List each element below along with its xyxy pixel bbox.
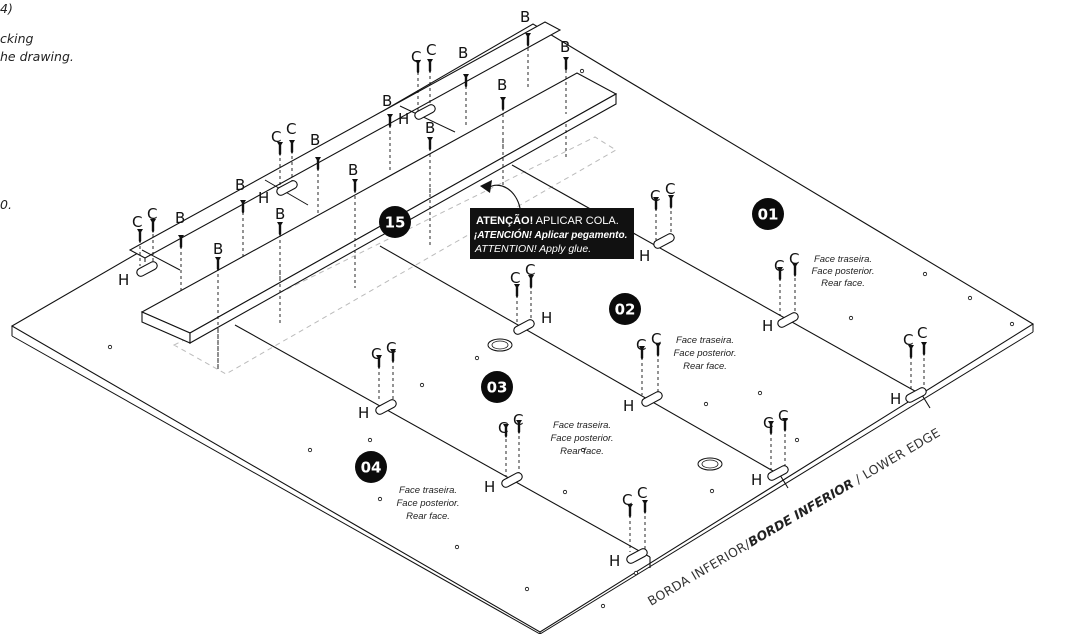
svg-text:C: C <box>763 414 773 432</box>
upper-rail <box>128 21 562 262</box>
svg-text:H: H <box>258 189 269 207</box>
section-dividers <box>234 164 931 568</box>
svg-text:Face traseira.: Face traseira. <box>814 254 872 265</box>
svg-text:B: B <box>213 240 223 258</box>
rear-face-note-04: Face traseira. Face posterior. Rear face… <box>396 485 459 522</box>
b-labels: B B B B B B B B B B B B <box>175 8 570 258</box>
rear-face-note-03: Face traseira. Face posterior. Rear face… <box>550 420 613 457</box>
svg-text:H: H <box>118 271 129 289</box>
svg-text:C: C <box>426 41 436 59</box>
svg-text:C: C <box>903 331 913 349</box>
svg-text:C: C <box>411 48 421 66</box>
header-fragment-3: he drawing. <box>0 49 74 64</box>
svg-text:B: B <box>275 205 285 223</box>
h-labels: H H H H H H H H H H H H <box>118 110 901 570</box>
svg-text:Face posterior.: Face posterior. <box>550 433 613 444</box>
dashed-footprint <box>172 136 617 375</box>
badge-15: 15 <box>379 206 411 238</box>
svg-text:B: B <box>235 176 245 194</box>
header-fragment-4: 0. <box>0 197 12 212</box>
header-fragment-1: 4) <box>0 1 13 16</box>
svg-text:H: H <box>398 110 409 128</box>
svg-text:C: C <box>525 261 535 279</box>
svg-text:Face posterior.: Face posterior. <box>673 348 736 359</box>
svg-text:C: C <box>637 484 647 502</box>
warning-es: ¡ATENCIÓN! Aplicar pegamento. <box>474 228 627 241</box>
svg-text:C: C <box>622 491 632 509</box>
svg-text:B: B <box>175 209 185 227</box>
svg-text:C: C <box>510 269 520 287</box>
svg-text:B: B <box>497 76 507 94</box>
svg-text:C: C <box>917 324 927 342</box>
svg-text:H: H <box>484 478 495 496</box>
rear-face-note-01: Face traseira. Face posterior. Rear face… <box>811 254 874 289</box>
svg-text:B: B <box>560 38 570 56</box>
svg-text:Face posterior.: Face posterior. <box>811 266 874 277</box>
svg-text:B: B <box>348 161 358 179</box>
svg-text:Face traseira.: Face traseira. <box>399 485 457 496</box>
brackets <box>136 104 927 564</box>
svg-text:Rear face.: Rear face. <box>560 446 604 457</box>
svg-text:H: H <box>639 247 650 265</box>
svg-text:02: 02 <box>615 301 636 319</box>
warning-pt: ATENÇÃO! APLICAR COLA. <box>476 214 619 227</box>
svg-text:C: C <box>386 339 396 357</box>
svg-text:Face posterior.: Face posterior. <box>396 498 459 509</box>
svg-text:Face traseira.: Face traseira. <box>676 335 734 346</box>
svg-text:C: C <box>147 205 157 223</box>
svg-text:H: H <box>609 552 620 570</box>
svg-text:C: C <box>286 120 296 138</box>
glue-warning: ATENÇÃO! APLICAR COLA. ¡ATENCIÓN! Aplica… <box>470 180 634 259</box>
svg-text:C: C <box>651 330 661 348</box>
svg-text:01: 01 <box>758 206 779 224</box>
svg-text:03: 03 <box>487 379 508 397</box>
svg-text:H: H <box>623 397 634 415</box>
svg-text:B: B <box>425 119 435 137</box>
surface-holes <box>107 68 1015 609</box>
header-fragment-2: cking <box>0 31 34 46</box>
svg-text:C: C <box>271 128 281 146</box>
arrow-icon <box>480 180 492 193</box>
rear-face-note-02: Face traseira. Face posterior. Rear face… <box>673 335 736 372</box>
svg-text:C: C <box>513 411 523 429</box>
svg-text:B: B <box>310 131 320 149</box>
svg-text:C: C <box>371 345 381 363</box>
svg-text:C: C <box>789 250 799 268</box>
svg-text:Face traseira.: Face traseira. <box>553 420 611 431</box>
svg-text:C: C <box>778 407 788 425</box>
svg-text:B: B <box>520 8 530 26</box>
svg-text:C: C <box>132 213 142 231</box>
svg-text:15: 15 <box>385 214 406 232</box>
svg-text:H: H <box>890 390 901 408</box>
svg-text:H: H <box>358 404 369 422</box>
svg-text:H: H <box>751 471 762 489</box>
svg-text:C: C <box>650 187 660 205</box>
warning-en: ATTENTION! Apply glue. <box>474 243 591 255</box>
badge-02: 02 <box>609 293 641 325</box>
screw-guides <box>139 42 925 552</box>
badge-04: 04 <box>355 451 387 483</box>
svg-text:Rear face.: Rear face. <box>683 361 727 372</box>
svg-text:Rear face.: Rear face. <box>406 511 450 522</box>
badge-03: 03 <box>481 371 513 403</box>
svg-text:Rear face.: Rear face. <box>821 278 865 289</box>
svg-text:H: H <box>762 317 773 335</box>
svg-text:B: B <box>382 92 392 110</box>
svg-text:C: C <box>498 419 508 437</box>
svg-text:C: C <box>636 336 646 354</box>
svg-text:C: C <box>665 180 675 198</box>
svg-text:04: 04 <box>361 459 382 477</box>
badge-01: 01 <box>752 198 784 230</box>
svg-text:C: C <box>774 257 784 275</box>
svg-text:B: B <box>458 44 468 62</box>
svg-text:H: H <box>541 309 552 327</box>
